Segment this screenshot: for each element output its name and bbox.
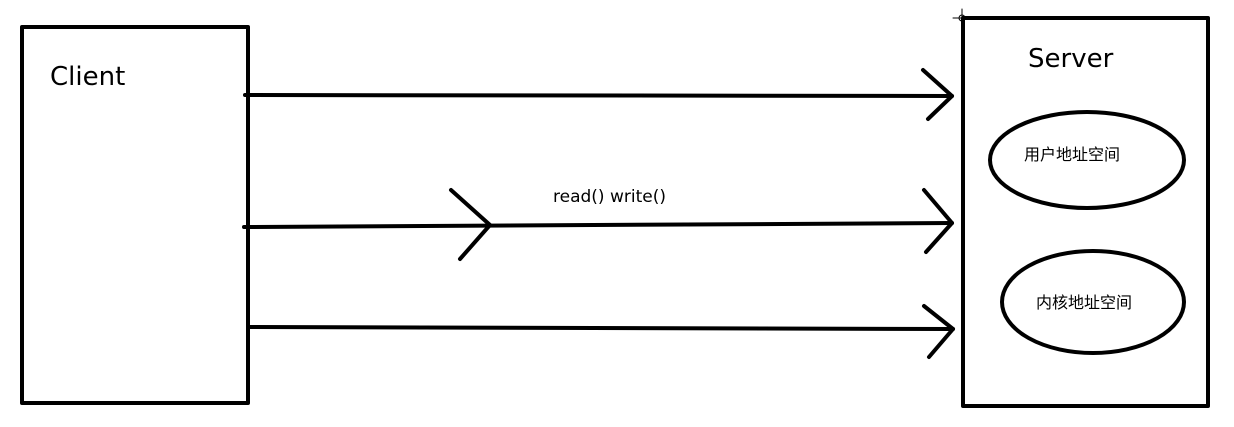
bottom-arrow-line <box>246 325 955 331</box>
client-label: Client <box>50 62 126 92</box>
kernel-space-label: 内核地址空间 <box>1036 293 1133 312</box>
middle-arrow-line <box>242 221 954 229</box>
top-arrow-head <box>921 68 954 121</box>
server-label: Server <box>1028 44 1114 74</box>
user-space-label: 用户地址空间 <box>1024 145 1121 164</box>
kernel-space-ellipse <box>1000 249 1186 355</box>
middle-arrow-chevron <box>449 188 492 261</box>
read-write-label: read() write() <box>553 187 666 207</box>
bottom-arrow-head <box>922 304 955 359</box>
top-arrow-line <box>243 93 954 98</box>
user-space-ellipse <box>988 110 1186 210</box>
server-box <box>961 16 1210 408</box>
crosshair-cursor-icon <box>952 8 972 28</box>
middle-arrow-head <box>922 188 954 254</box>
client-box <box>20 25 250 405</box>
